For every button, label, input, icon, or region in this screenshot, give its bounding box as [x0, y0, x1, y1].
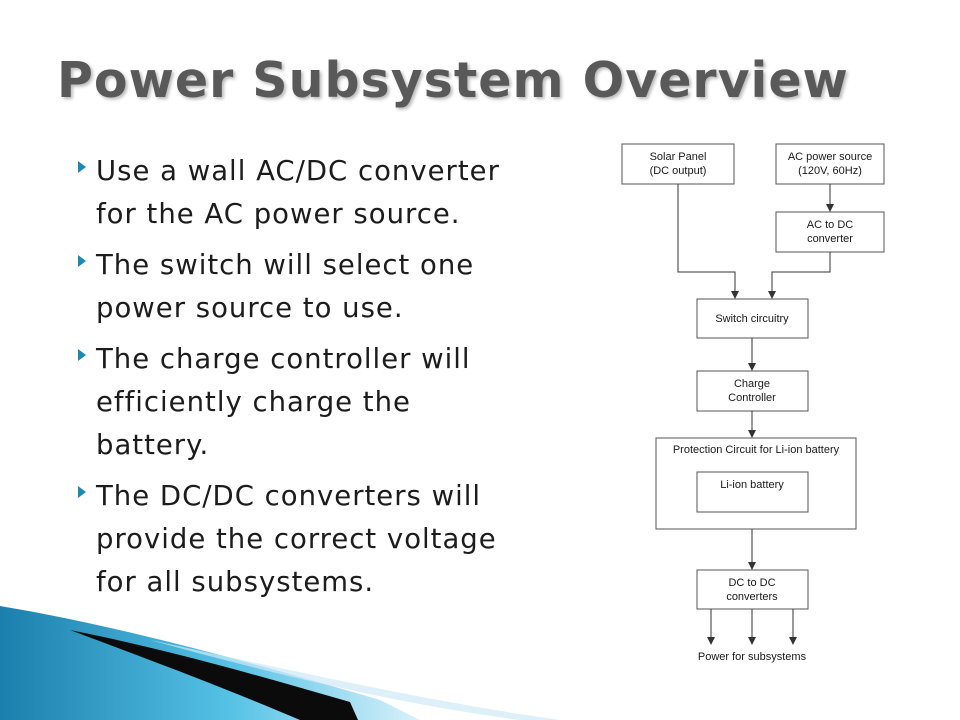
bullet-line: The DC/DC converters will	[96, 480, 482, 512]
bullet-line: for all subsystems.	[96, 566, 375, 598]
bullet-line: battery.	[96, 429, 210, 461]
bullet-line: The switch will select one	[96, 249, 475, 281]
dc-dc-converters-box	[696, 569, 809, 610]
bullet-line: provide the correct voltage	[96, 523, 497, 555]
bullet-text: The DC/DC converters will provide the co…	[96, 475, 497, 604]
ac-dc-label: AC to DC	[807, 219, 854, 231]
solar-panel-label: Solar Panel	[650, 151, 707, 163]
power-output-label: Power for subsystems	[698, 651, 807, 663]
diagram-connectors	[677, 184, 834, 645]
ac-power-source-box	[775, 143, 885, 185]
bullet-item: The DC/DC converters will provide the co…	[68, 475, 588, 604]
bullet-item: Use a wall AC/DC converter for the AC po…	[68, 150, 588, 236]
ac-source-sublabel: (120V, 60Hz)	[798, 165, 862, 177]
dc-dc-sublabel: converters	[726, 591, 778, 603]
protection-circuit-label: Protection Circuit for Li-ion battery	[673, 444, 840, 456]
bullet-item: The charge controller will efficiently c…	[68, 338, 588, 467]
charge-controller-label: Charge	[734, 378, 770, 390]
ac-dc-converter-box	[775, 211, 885, 253]
li-ion-battery-label: Li-ion battery	[720, 479, 784, 491]
bullet-text: The charge controller will efficiently c…	[96, 338, 471, 467]
bullet-line: The charge controller will	[96, 343, 471, 375]
switch-circuitry-box	[696, 298, 809, 339]
connector-converter-to-switch	[768, 252, 831, 299]
bullet-line: power source to use.	[96, 292, 404, 324]
bullet-line: efficiently charge the	[96, 386, 411, 418]
bullet-line: Use a wall AC/DC converter	[96, 155, 500, 187]
bullet-line: for the AC power source.	[96, 198, 461, 230]
ac-dc-sublabel: converter	[807, 233, 853, 245]
li-ion-battery-box	[696, 471, 809, 513]
bullet-list: Use a wall AC/DC converter for the AC po…	[68, 150, 588, 612]
bullet-item: The switch will select one power source …	[68, 244, 588, 330]
diagram-labels: Solar Panel (DC output) AC power source …	[650, 151, 873, 663]
switch-circuitry-label: Switch circuitry	[715, 313, 789, 325]
slide-title: Power Subsystem Overview	[57, 52, 849, 109]
solar-panel-sublabel: (DC output)	[650, 165, 707, 177]
bullet-text: Use a wall AC/DC converter for the AC po…	[96, 150, 500, 236]
charge-controller-sublabel: Controller	[728, 392, 776, 404]
dark-wave	[70, 630, 358, 720]
charge-controller-box	[696, 370, 809, 412]
dc-dc-label: DC to DC	[728, 577, 775, 589]
connector-solar-to-switch	[677, 184, 739, 299]
ac-source-label: AC power source	[788, 151, 872, 163]
bullet-text: The switch will select one power source …	[96, 244, 474, 330]
diagram-boxes	[621, 143, 885, 610]
solar-panel-box	[621, 143, 735, 185]
